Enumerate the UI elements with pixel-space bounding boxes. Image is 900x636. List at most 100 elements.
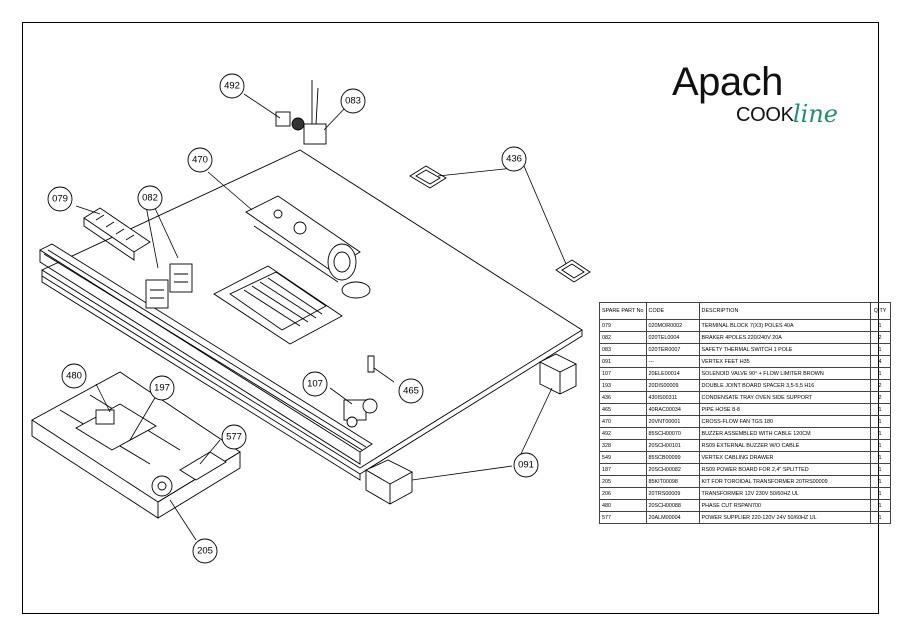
cell-code: 20ELE00014 [645, 367, 700, 380]
cell-part-no: 492 [599, 427, 647, 440]
cell-part-no: 465 [599, 403, 647, 416]
cell-qty: 1 [869, 511, 891, 524]
cell-code: 020MOR0002 [645, 319, 700, 332]
cell-description: TERMINAL BLOCK 7(X3) POLES 40A [698, 319, 871, 332]
cell-part-no: 107 [599, 367, 647, 380]
cell-description: PHASE CUT RSPAN700 [698, 499, 871, 512]
cell-code: 20TRS00009 [645, 487, 700, 500]
buzzer-part [275, 111, 305, 131]
cell-qty: 2 [869, 391, 891, 404]
cell-qty: 1 [869, 319, 891, 332]
cell-code: 20SCH00088 [645, 499, 700, 512]
cell-description: BUZZER ASSEMBLED WITH CABLE 120CM [698, 427, 871, 440]
cell-description: BRAKER 4POLES 220/240V 20A [698, 331, 871, 344]
cell-part-no: 436 [599, 391, 647, 404]
cell-part-no: 480 [599, 499, 647, 512]
callout-436 [501, 146, 527, 172]
cell-code: 20DIS00009 [645, 379, 700, 392]
condensate-tray [213, 265, 343, 345]
cell-description: TRANSFORMER 12V 230V 50/60HZ UL [698, 487, 871, 500]
terminal-block-part [83, 207, 151, 261]
callout-205 [192, 538, 218, 564]
callout-label: 083 [345, 96, 361, 107]
cell-part-no: 079 [599, 319, 647, 332]
cell-part-no: 187 [599, 463, 647, 476]
cell-code: 20SCH00082 [645, 463, 700, 476]
cell-part-no: 193 [599, 379, 647, 392]
cell-description: VERTEX FEET H35 [698, 355, 871, 368]
cell-part-no: 083 [599, 343, 647, 356]
cell-qty: 1 [869, 403, 891, 416]
callout-083 [340, 88, 366, 114]
cell-description: SAFETY THERMAL SWITCH 1 POLE [698, 343, 871, 356]
cell-description: DOUBLE JOINT BOARD SPACER 3,5-5,5 H16 [698, 379, 871, 392]
breaker-parts [145, 263, 193, 309]
cell-code: 20ALM00004 [645, 511, 700, 524]
callout-label: 470 [192, 155, 208, 166]
cell-code: 40RAC00034 [645, 403, 700, 416]
cell-qty: 1 [869, 451, 891, 464]
cell-code: 020TEL0004 [645, 331, 700, 344]
callout-465 [398, 378, 424, 404]
cell-qty: 2 [869, 331, 891, 344]
callout-107 [302, 371, 328, 397]
callout-label: 205 [197, 546, 213, 557]
drawer-boards [75, 403, 227, 497]
cell-part-no: 082 [599, 331, 647, 344]
side-support-parts [409, 165, 591, 283]
cell-qty: 1 [869, 487, 891, 500]
callout-079 [47, 186, 73, 212]
parts-table-header: SPARE PART No CODE DESCRIPTION Q.TY [599, 302, 891, 320]
callout-091 [513, 452, 539, 478]
thermal-switch-part [303, 80, 327, 145]
callout-label: 107 [307, 379, 323, 390]
cell-qty: 1 [869, 415, 891, 428]
cell-description: POWER SUPPLIER 220-120V 24V 50/60HZ UL [698, 511, 871, 524]
header-qty: Q.TY [869, 302, 891, 320]
cell-description: RS09 EXTERNAL BUZZER W/O CABLE [698, 439, 871, 452]
cell-description: KIT FOR TOROIDAL TRANSFORMER 20TRS00009 [698, 475, 871, 488]
cell-qty: 1 [869, 367, 891, 380]
pipe-hose-part [367, 355, 375, 373]
callout-label: 082 [142, 193, 158, 204]
cell-code: 85KIT00098 [645, 475, 700, 488]
cell-part-no: 577 [599, 511, 647, 524]
cell-qty: 1 [869, 499, 891, 512]
fan-unit [245, 195, 371, 299]
cell-part-no: 549 [599, 451, 647, 464]
cell-description: CONDENSATE TRAY OVEN SIDE SUPPORT [698, 391, 871, 404]
header-code: CODE [645, 302, 700, 320]
leader-lines [75, 93, 567, 541]
cell-part-no: 206 [599, 487, 647, 500]
cell-description: PIPE HOSE 8-8 [698, 403, 871, 416]
cell-qty: 1 [869, 475, 891, 488]
callout-492 [219, 73, 245, 99]
cell-part-no: 091 [599, 355, 647, 368]
callout-label: 436 [506, 154, 522, 165]
callout-082 [137, 185, 163, 211]
callout-480 [61, 363, 87, 389]
brand-logo: Apach COOK line [672, 60, 842, 130]
brand-line: line [793, 100, 839, 128]
callout-label: 079 [52, 194, 68, 205]
cell-part-no: 328 [599, 439, 647, 452]
callout-label: 480 [66, 371, 82, 382]
cell-code: --- [645, 355, 700, 368]
callout-label: 492 [224, 81, 240, 92]
